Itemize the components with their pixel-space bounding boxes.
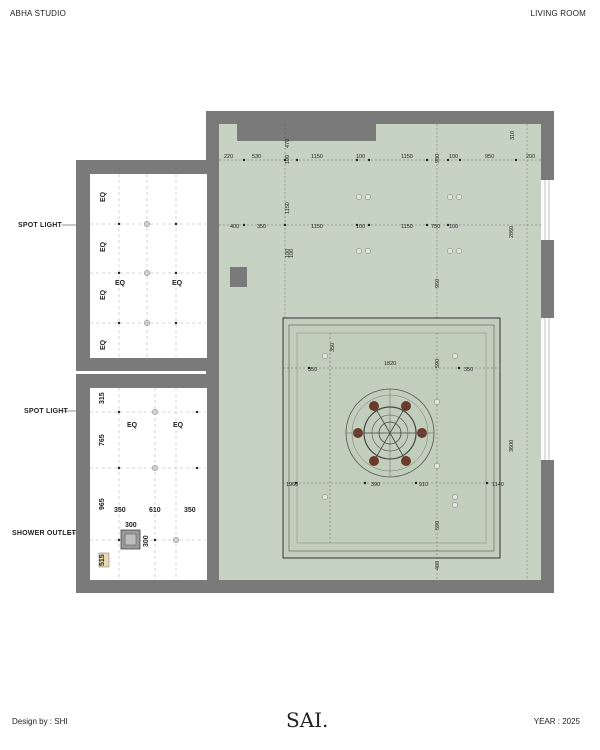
dim-label: 3600 [509, 440, 515, 452]
spot-light-label: SPOT LIGHT [18, 222, 62, 229]
dim-label: 310 [510, 131, 516, 140]
dim-label: 100 [356, 224, 365, 230]
dim-label: 950 [435, 279, 441, 288]
dim-label: 950 [485, 154, 494, 160]
bath-room-dim-labels: 315 765 965 515 350 610 350 300 300 [99, 392, 196, 566]
shower-outlet [120, 529, 141, 550]
dim-label: 350 [257, 224, 266, 230]
bath-room-lights [151, 408, 180, 544]
eq-label: EQ [100, 241, 107, 252]
dim-label: 470 [285, 139, 291, 148]
spot-room-lights [143, 220, 151, 327]
spot-room-ticks [117, 222, 178, 325]
eq-label: EQ [115, 280, 126, 287]
eq-label: EQ [173, 422, 184, 429]
dim-label: 1140 [492, 482, 504, 488]
room-name: LIVING ROOM [530, 9, 586, 18]
living-dim-labels: 220 530 100 1150 100 1150 980 100 950 20… [224, 131, 535, 570]
dim-label: 100 [285, 155, 291, 164]
dim-label: 400 [230, 224, 239, 230]
dim-label: 590 [435, 521, 441, 530]
dim-label: 1150 [311, 154, 323, 160]
dim-label: 220 [224, 154, 233, 160]
dimension-ticks [242, 158, 518, 485]
dim-label: 100 [285, 249, 291, 258]
dim-label: 1960 [286, 482, 298, 488]
label-leaders [62, 224, 76, 534]
dim-label: 1150 [285, 202, 291, 214]
dim-label: 980 [435, 154, 441, 163]
dim-label: 350 [308, 367, 317, 373]
bath-room-ticks [117, 410, 199, 542]
dim-label: 350 [114, 507, 126, 514]
dim-label: 610 [149, 507, 161, 514]
designer-credit: Design by : SHI [12, 717, 68, 726]
dim-label: 1150 [311, 224, 323, 230]
dim-label: 400 [435, 561, 441, 570]
brand-logo: SAI. [286, 708, 329, 732]
dim-label: 1150 [401, 154, 413, 160]
dim-label: 300 [143, 535, 150, 547]
dim-label: 2860 [509, 226, 515, 238]
dim-label: 590 [435, 359, 441, 368]
dimension-lines [219, 124, 541, 580]
dim-label: 315 [99, 392, 106, 404]
dim-label: 100 [449, 154, 458, 160]
eq-label: EQ [127, 422, 138, 429]
dim-label: 965 [99, 498, 106, 510]
dim-label: 530 [252, 154, 261, 160]
dim-label: 200 [526, 154, 535, 160]
dim-label: 765 [99, 434, 106, 446]
bath-room-walls [76, 374, 219, 593]
dim-label: 515 [99, 554, 106, 566]
spot-room-eq-labels: EQ EQ EQ EQ EQ EQ EQ EQ [100, 191, 184, 429]
dim-label: 1820 [384, 361, 396, 367]
spot-light-label: SPOT LIGHT [24, 408, 68, 415]
shower-outlet-label: SHOWER OUTLET [12, 530, 77, 537]
dim-label: 100 [356, 154, 365, 160]
spot-room-walls [76, 160, 207, 371]
studio-name: ABHA STUDIO [10, 9, 66, 18]
dim-label: 350 [464, 367, 473, 373]
chandelier [345, 388, 435, 478]
dim-label: 750 [431, 224, 440, 230]
eq-label: EQ [100, 191, 107, 202]
year-label: YEAR : 2025 [533, 717, 580, 726]
dim-label: 300 [125, 522, 137, 529]
bath-room-grid [90, 388, 206, 580]
dim-label: 1150 [401, 224, 413, 230]
living-spot-lights [322, 194, 462, 508]
dim-label: 100 [449, 224, 458, 230]
dim-label: 350 [330, 343, 336, 352]
dim-label: 100 [289, 249, 295, 258]
eq-label: EQ [100, 289, 107, 300]
dim-label: 390 [371, 482, 380, 488]
dim-label: 910 [419, 482, 428, 488]
eq-label: EQ [100, 339, 107, 350]
eq-label: EQ [172, 280, 183, 287]
tray-ceiling [282, 317, 501, 559]
dim-label: 350 [184, 507, 196, 514]
spot-room-grid [90, 174, 206, 358]
